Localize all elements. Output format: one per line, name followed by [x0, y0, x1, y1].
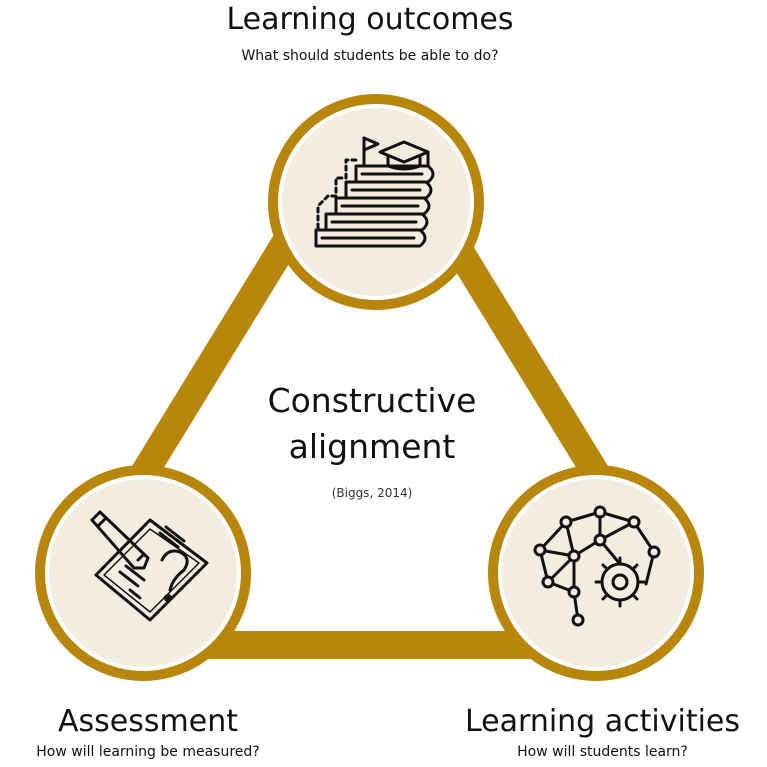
center-title: Constructive alignment	[222, 378, 522, 470]
node-assessment	[35, 465, 251, 681]
brain-network-gear-icon	[533, 505, 661, 627]
pencil-paper-question-icon	[90, 510, 209, 622]
center-citation: (Biggs, 2014)	[331, 486, 413, 500]
node-learning-activities	[488, 465, 704, 681]
assessment-subtitle: How will learning be measured?	[36, 744, 260, 760]
assessment-title: Assessment	[58, 704, 238, 739]
center-title-line2: alignment	[288, 427, 456, 466]
stairs-books-graduation-cap-icon	[314, 136, 435, 248]
learning-activities-subtitle: How will students learn?	[517, 744, 688, 760]
center-title-line1: Constructive	[267, 381, 477, 420]
node-learning-outcomes	[268, 94, 484, 310]
learning-outcomes-title: Learning outcomes	[226, 2, 514, 37]
learning-activities-title: Learning activities	[464, 704, 741, 739]
learning-outcomes-subtitle: What should students be able to do?	[241, 48, 499, 64]
